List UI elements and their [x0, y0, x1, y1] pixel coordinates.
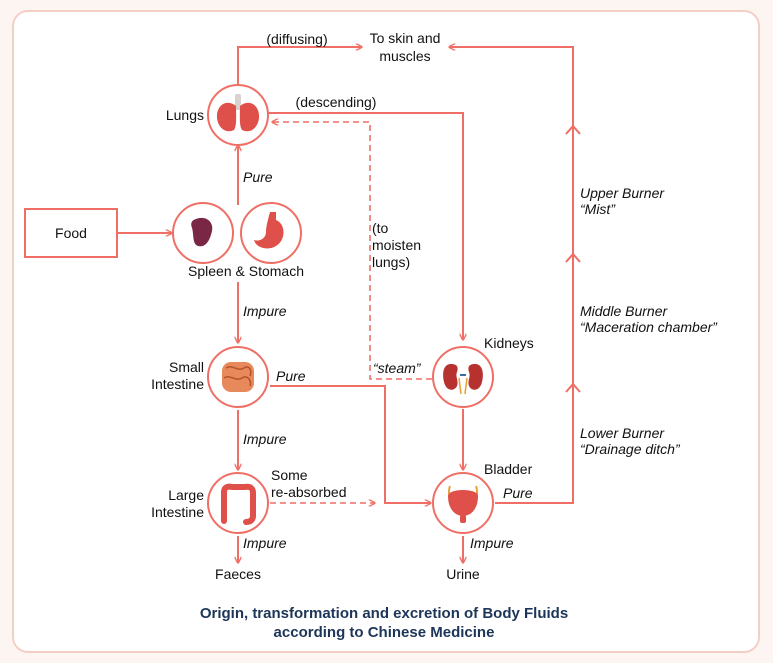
kidneys-icon [443, 364, 483, 395]
chevron-middle-burner [565, 252, 581, 263]
kidneys-label: Kidneys [484, 335, 534, 351]
food-label: Food [55, 225, 87, 241]
small-intestine-label-2: Intestine [151, 376, 204, 392]
small-intestine-node [207, 346, 269, 408]
chevron-lower-burner [565, 382, 581, 393]
skin-muscles-label-1: To skin and [370, 30, 441, 46]
food-box [24, 208, 118, 258]
large-intestine-label-2: Intestine [151, 504, 204, 520]
arrow-bladder-rising-to-skin [449, 47, 574, 504]
moisten-label-2: moisten [372, 237, 421, 253]
lower-burner-label-1: Lower Burner [580, 425, 665, 441]
moisten-label-1: (to [372, 220, 389, 236]
small-intestine-icon [222, 362, 254, 392]
moisten-label-3: lungs) [372, 254, 410, 270]
stomach-icon [254, 212, 284, 249]
upper-burner-label-1: Upper Burner [580, 185, 665, 201]
lungs-label: Lungs [166, 107, 204, 123]
chevron-upper-burner [565, 124, 581, 135]
spleen-icon [191, 217, 213, 247]
caption-line-2: according to Chinese Medicine [274, 624, 495, 641]
reabsorbed-label-2: re-absorbed [271, 484, 347, 500]
impure-to-urine-label: Impure [470, 535, 514, 551]
middle-burner-label-2: “Maceration chamber” [580, 319, 718, 335]
diffusing-label: (diffusing) [266, 31, 327, 47]
lungs-icon [216, 94, 260, 132]
large-intestine-node [207, 472, 269, 534]
diagram-frame [12, 10, 760, 653]
arrow-lungs-to-kidneys [268, 112, 463, 340]
spleen-node [172, 202, 234, 264]
middle-burner-label-1: Middle Burner [580, 303, 668, 319]
bladder-icon [447, 485, 479, 523]
small-intestine-label-1: Small [169, 359, 204, 375]
arrow-lungs-to-skin [237, 47, 362, 85]
arrow-small-intestine-to-bladder [270, 385, 431, 503]
reabsorbed-label-1: Some [271, 467, 308, 483]
bladder-label: Bladder [484, 461, 533, 477]
pure-from-bladder-label: Pure [503, 485, 533, 501]
caption-line-1: Origin, transformation and excretion of … [200, 605, 568, 622]
pure-small-intestine-label: Pure [276, 368, 306, 384]
bladder-node [432, 472, 494, 534]
impure-to-small-intestine-label: Impure [243, 303, 287, 319]
impure-to-large-intestine-label: Impure [243, 431, 287, 447]
dashed-steam-to-lungs [272, 122, 432, 380]
large-intestine-icon [221, 483, 256, 525]
upper-burner-label-2: “Mist” [580, 201, 616, 217]
pure-to-lungs-label: Pure [243, 169, 273, 185]
descending-label: (descending) [296, 94, 377, 110]
skin-muscles-label-2: muscles [379, 48, 430, 64]
stomach-node [240, 202, 302, 264]
faeces-label: Faeces [215, 566, 261, 582]
lungs-node [207, 84, 269, 146]
lower-burner-label-2: “Drainage ditch” [580, 441, 681, 457]
large-intestine-label-1: Large [168, 487, 204, 503]
spleen-stomach-label: Spleen & Stomach [188, 263, 304, 279]
kidneys-node [432, 346, 494, 408]
steam-label: “steam” [373, 360, 422, 376]
urine-label: Urine [446, 566, 480, 582]
impure-to-faeces-label: Impure [243, 535, 287, 551]
